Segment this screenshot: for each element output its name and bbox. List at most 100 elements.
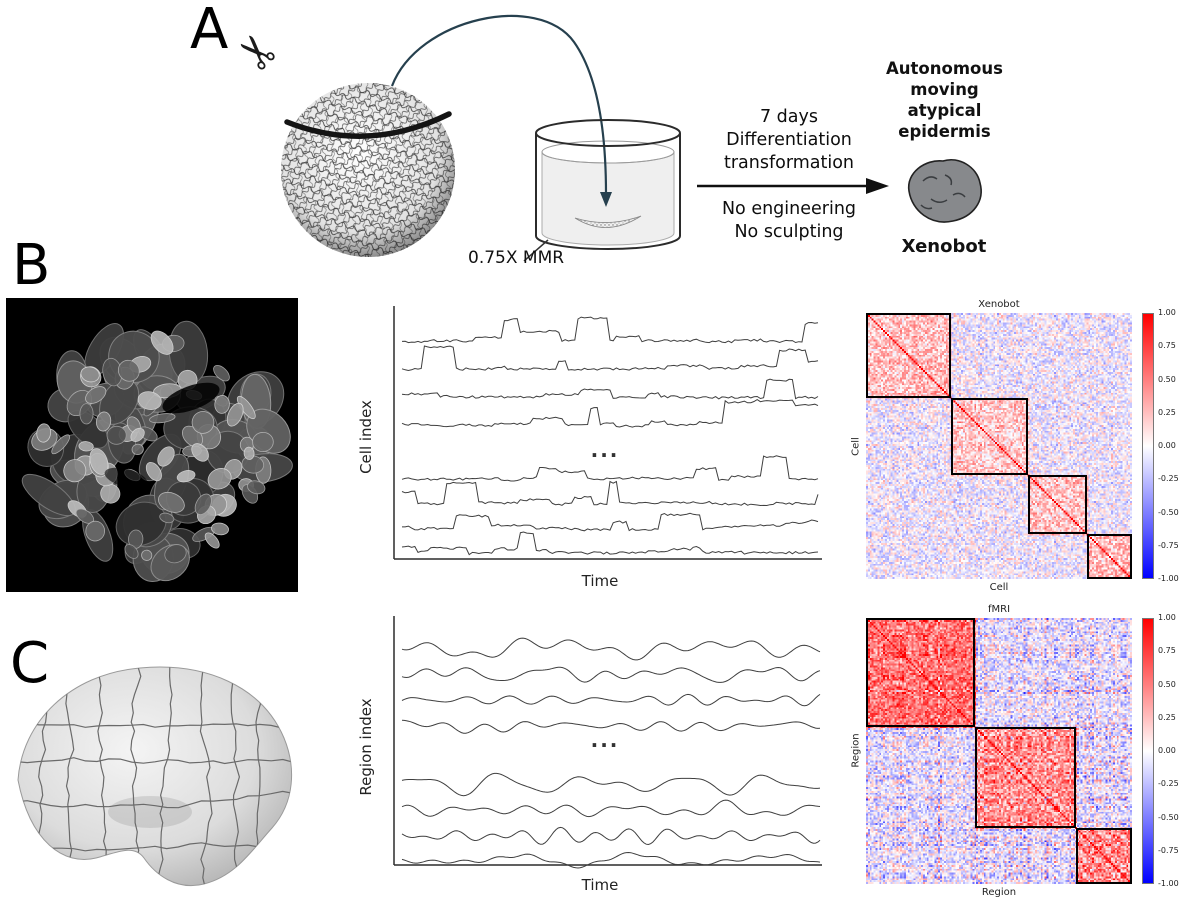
result-title-line: Autonomous xyxy=(886,59,1003,78)
excised-tissue xyxy=(574,215,642,228)
excision-cut-line xyxy=(284,111,452,139)
heatmap-c-ylabel: Region xyxy=(850,733,862,768)
colorbar-tick-label: 0.25 xyxy=(1158,712,1176,722)
cell-blob xyxy=(204,532,220,549)
parcellation-border xyxy=(18,757,292,767)
cell-blob xyxy=(130,427,145,442)
parcellation-border xyxy=(64,667,75,886)
signal-trace xyxy=(401,826,821,846)
dish-callout-line xyxy=(523,239,549,262)
signal-trace xyxy=(401,316,819,344)
cell-blob xyxy=(51,434,71,455)
region-traces-plot xyxy=(393,616,822,869)
panel-a-label: A xyxy=(190,0,229,62)
signal-trace xyxy=(402,512,819,532)
signal-trace xyxy=(401,772,821,797)
cell-blob xyxy=(149,413,176,424)
signal-trace xyxy=(401,455,819,482)
time-xlabel-c: Time xyxy=(581,876,619,894)
cell-blob xyxy=(85,386,107,404)
cell-blob xyxy=(164,544,187,564)
colorbar-tick-label: 0.75 xyxy=(1158,646,1176,656)
xenobot-microscopy-image xyxy=(6,298,298,592)
colorbar-tick-label: -1.00 xyxy=(1158,879,1179,888)
cell-blob xyxy=(226,402,244,427)
colorbar-tick-label: 1.00 xyxy=(1158,308,1176,317)
cell-blob xyxy=(150,330,174,355)
heatmap-c-title: fMRI xyxy=(987,604,1011,615)
cell-blob xyxy=(162,382,220,414)
cell-traces-plot xyxy=(393,306,822,560)
process-bottom-text-line: No engineering xyxy=(721,199,857,219)
parcellation-border xyxy=(155,667,173,886)
cell-blob xyxy=(252,431,274,453)
signal-trace xyxy=(401,637,821,661)
cell-blob xyxy=(213,365,230,382)
cell-blob xyxy=(194,493,212,515)
mmr-label: 0.75X MMR xyxy=(468,248,565,268)
colorbar-tick-label: -0.75 xyxy=(1158,540,1179,550)
result-title-line: epidermis xyxy=(898,122,991,142)
cell-blob xyxy=(100,483,121,504)
cell-blob xyxy=(159,512,175,524)
cell-blob xyxy=(211,522,229,536)
process-arrowhead xyxy=(866,178,889,194)
cell-blob xyxy=(247,480,266,495)
cell-blob xyxy=(141,549,153,561)
colorbar-tick-label: -0.25 xyxy=(1158,779,1179,789)
dish-outline xyxy=(523,119,681,262)
result-title-line: atypical xyxy=(907,101,982,121)
cell-blob xyxy=(106,425,127,445)
signal-trace xyxy=(401,851,821,869)
brain-parcellation-image xyxy=(17,666,293,886)
signal-trace xyxy=(401,378,819,400)
brain-shading xyxy=(108,796,192,828)
process-top-text-line: transformation xyxy=(723,153,855,174)
signal-trace xyxy=(401,531,819,556)
parcellation-border xyxy=(230,667,241,886)
colorbar-tick-label: -0.50 xyxy=(1158,812,1179,822)
colorbar-tick-label: 0.25 xyxy=(1158,407,1176,417)
process-top-text-line: Differentiation xyxy=(726,130,852,151)
embryo-sphere xyxy=(281,83,455,257)
parcellation-border xyxy=(18,842,292,852)
fmri-correlation-matrix xyxy=(866,618,1132,884)
signal-trace xyxy=(401,480,819,507)
ellipsis-b: ... xyxy=(590,438,620,462)
heatmap-b-xlabel: Cell xyxy=(989,582,1009,593)
cell-blob xyxy=(191,411,215,434)
transfer-line xyxy=(390,14,608,195)
cell-blob xyxy=(36,423,52,443)
parcellation-border xyxy=(18,790,292,809)
colorbar-tick-label: -1.00 xyxy=(1158,574,1179,583)
time-xlabel-b: Time xyxy=(581,572,619,590)
xenobot-blob xyxy=(908,159,982,223)
heatmap-b-title: Xenobot xyxy=(978,299,1020,310)
ellipsis-c: ... xyxy=(590,728,620,752)
cell-blob xyxy=(80,366,100,383)
colorbar-tick-label: 0.00 xyxy=(1158,441,1176,450)
colorbar-c xyxy=(1142,618,1154,884)
colorbar-tick-label: 1.00 xyxy=(1158,613,1176,622)
cell-blob xyxy=(63,459,87,483)
cell-blob xyxy=(157,446,175,467)
heatmap-b-ylabel: Cell xyxy=(850,437,862,456)
panel-c-label: C xyxy=(10,631,50,696)
colorbar-tick-label: 0.00 xyxy=(1158,746,1176,755)
cell-blob xyxy=(131,443,144,456)
cell-blob xyxy=(191,443,209,462)
panel-b-label: B xyxy=(12,233,51,298)
cell-blob xyxy=(243,446,255,460)
colorbar-b xyxy=(1142,313,1154,579)
parcellation-border xyxy=(199,667,213,886)
cell-blob xyxy=(158,491,185,513)
region-index-ylabel: Region index xyxy=(357,698,375,796)
xenobot-correlation-matrix xyxy=(866,313,1132,579)
signal-trace xyxy=(401,345,819,372)
colorbar-tick-label: -0.25 xyxy=(1158,474,1179,484)
